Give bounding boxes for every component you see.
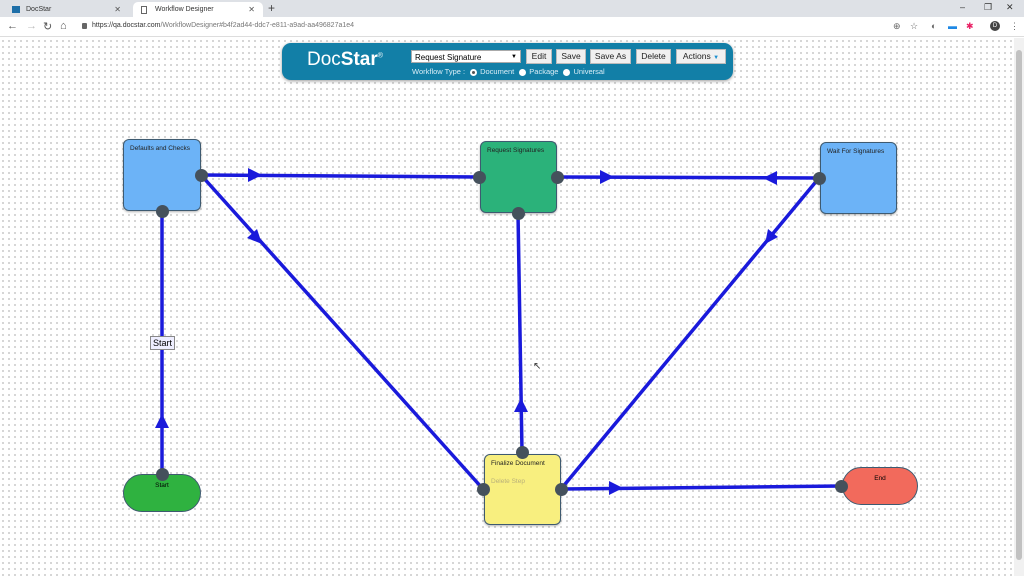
- connector-handle[interactable]: [476, 482, 490, 496]
- actions-label: Actions: [682, 51, 711, 61]
- radio-label: Document: [480, 67, 515, 76]
- forward-icon[interactable]: →: [26, 20, 37, 32]
- extension-icon[interactable]: ✱: [966, 21, 974, 31]
- connector-handle[interactable]: [155, 467, 169, 481]
- workflow-select[interactable]: Request Signature ▼: [411, 50, 521, 63]
- arrow-right-icon: [248, 168, 262, 182]
- logo-text: Doc: [307, 49, 341, 70]
- arrow-left-icon: [763, 171, 777, 185]
- vertical-scrollbar[interactable]: [1014, 38, 1024, 576]
- node-defaults-and-checks[interactable]: Defaults and Checks: [123, 139, 201, 211]
- address-bar-row: ← → ↻ ⌂ https://qa.docstar.com/WorkflowD…: [0, 17, 1024, 37]
- node-end[interactable]: End: [842, 467, 918, 505]
- scrollbar-thumb[interactable]: [1016, 50, 1022, 560]
- url-host: https://qa.docstar.com: [92, 22, 161, 29]
- arrow-up-icon: [514, 398, 528, 412]
- new-tab-button[interactable]: +: [268, 1, 276, 15]
- edge-defaults-to-finalize[interactable]: [199, 173, 485, 491]
- extension-icon[interactable]: ◐: [931, 21, 937, 31]
- node-wait-for-signatures[interactable]: Wait For Signatures: [820, 142, 897, 214]
- bookmark-star-icon[interactable]: ☆: [910, 21, 919, 31]
- dropdown-arrow-icon: ▼: [511, 54, 517, 60]
- tab-label: Workflow Designer: [155, 6, 214, 13]
- tab-docstar[interactable]: DocStar ✕: [4, 2, 129, 17]
- url-path: /WorkflowDesigner#b4f2ad44-ddc7-e811-a9a…: [160, 22, 355, 29]
- connector-handle[interactable]: [554, 482, 568, 496]
- arrow-up-icon: [155, 414, 169, 428]
- arrow-right-icon: [600, 170, 614, 184]
- reload-icon[interactable]: ↻: [43, 21, 53, 33]
- connector-handle[interactable]: [472, 170, 486, 184]
- node-title: Defaults and Checks: [130, 145, 190, 152]
- connector-handle[interactable]: [515, 445, 529, 459]
- connector-handle[interactable]: [194, 168, 208, 182]
- page-icon: [141, 5, 147, 14]
- node-title: Wait For Signatures: [827, 148, 885, 155]
- workflow-type-label: Workflow Type :: [412, 67, 466, 76]
- radio-package[interactable]: Package: [519, 67, 558, 76]
- connector-handle[interactable]: [155, 204, 169, 218]
- save-as-button[interactable]: Save As: [590, 49, 631, 64]
- node-title: End: [874, 475, 886, 482]
- home-icon[interactable]: ⌂: [60, 20, 67, 32]
- docstar-favicon-icon: [12, 6, 20, 13]
- edge-request-to-wait[interactable]: [556, 175, 820, 180]
- radio-document[interactable]: Document: [470, 67, 514, 76]
- workflow-type-group: Workflow Type : Document Package Univers…: [412, 67, 605, 76]
- caret-down-icon: ▼: [713, 55, 720, 61]
- edge-finalize-to-end[interactable]: [560, 484, 842, 491]
- profile-avatar[interactable]: D: [990, 21, 1000, 31]
- workflow-toolbar: DocStar® Request Signature ▼ Edit Save Sa…: [282, 43, 733, 80]
- delete-step-link[interactable]: Delete Step: [491, 478, 525, 485]
- actions-button[interactable]: Actions ▼: [676, 49, 726, 64]
- restore-icon[interactable]: ❐: [984, 2, 993, 12]
- edge-defaults-to-request[interactable]: [200, 173, 480, 179]
- connector-handle[interactable]: [812, 171, 826, 185]
- mouse-cursor-icon: ↖: [533, 361, 542, 372]
- connector-handle[interactable]: [550, 170, 564, 184]
- arrow-down-right-icon: [247, 229, 262, 244]
- node-title: Request Signatures: [487, 147, 545, 154]
- zoom-icon[interactable]: ⊕: [893, 21, 901, 31]
- url-input[interactable]: https://qa.docstar.com/WorkflowDesigner#…: [92, 22, 354, 29]
- edit-button[interactable]: Edit: [526, 49, 552, 64]
- browser-tab-bar: DocStar ✕ Workflow Designer ✕ + – ❐ ✕: [0, 0, 1024, 17]
- radio-universal[interactable]: Universal: [563, 67, 605, 76]
- radio-icon: [519, 68, 527, 76]
- logo-text-bold: Star: [340, 49, 378, 70]
- edge-label-start[interactable]: Start: [150, 336, 176, 350]
- node-title: Finalize Document: [491, 460, 545, 467]
- close-window-icon[interactable]: ✕: [1006, 2, 1014, 12]
- connector-handle[interactable]: [834, 479, 848, 493]
- tab-label: DocStar: [26, 6, 52, 13]
- logo-mark: ®: [377, 52, 383, 60]
- lock-icon: [82, 23, 87, 29]
- edge-finalize-to-request[interactable]: [516, 212, 524, 453]
- tab-workflow-designer[interactable]: Workflow Designer ✕: [133, 2, 263, 17]
- radio-icon: [563, 68, 571, 76]
- radio-label: Package: [529, 67, 559, 76]
- radio-checked-icon: [470, 68, 478, 76]
- node-title: Start: [155, 482, 169, 489]
- close-tab-icon[interactable]: ✕: [114, 5, 121, 14]
- radio-label: Universal: [573, 67, 605, 76]
- close-tab-icon[interactable]: ✕: [248, 5, 255, 14]
- minimize-icon[interactable]: –: [960, 2, 966, 12]
- arrow-down-left-icon: [765, 229, 778, 244]
- node-request-signatures[interactable]: Request Signatures: [480, 141, 557, 213]
- workflow-select-value: Request Signature: [415, 53, 482, 62]
- delete-button[interactable]: Delete: [636, 49, 671, 64]
- menu-icon[interactable]: ⋮: [1010, 21, 1019, 31]
- save-button[interactable]: Save: [556, 49, 586, 64]
- back-icon[interactable]: ←: [7, 20, 18, 32]
- docstar-logo: DocStar®: [307, 49, 383, 71]
- edge-finalize-to-wait[interactable]: [559, 176, 821, 491]
- arrow-right-icon: [609, 481, 623, 495]
- extension-icon[interactable]: ▬: [948, 21, 957, 31]
- connector-handle[interactable]: [511, 206, 525, 220]
